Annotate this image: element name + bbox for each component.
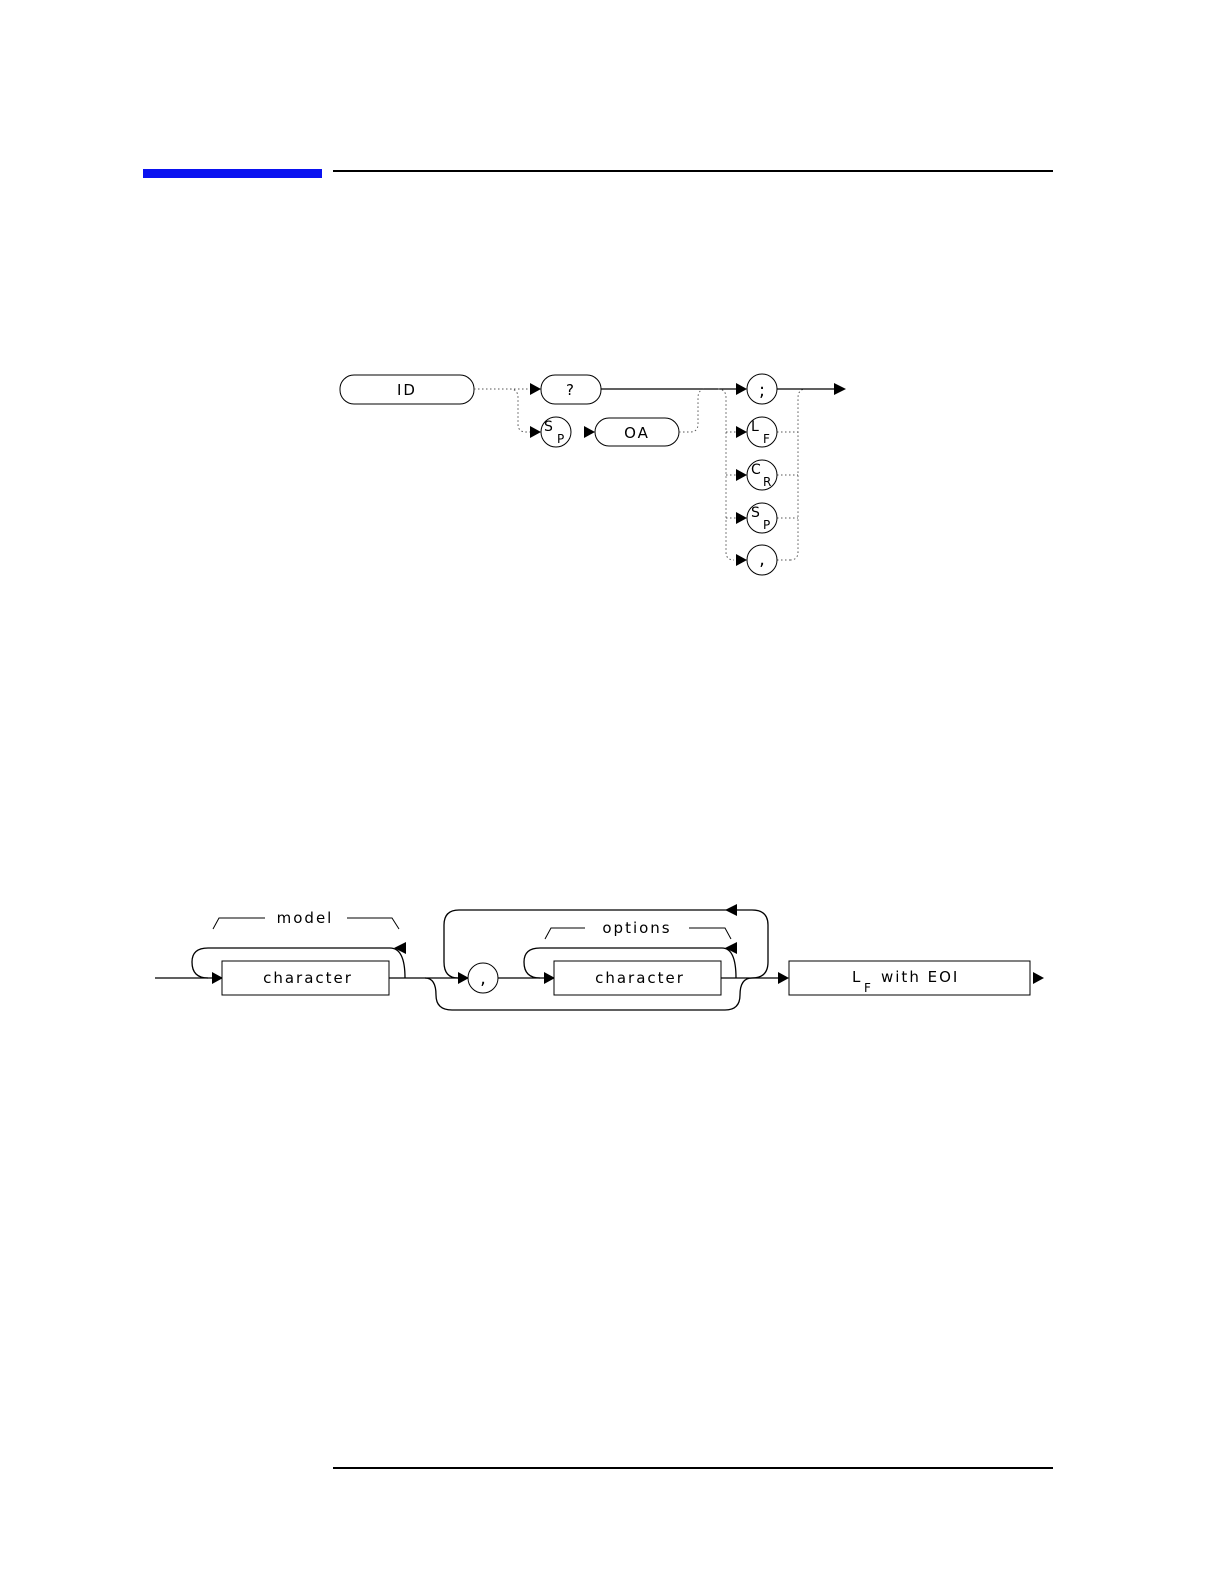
model-character-label: character (263, 969, 353, 987)
repeat-loop-arrow (725, 904, 737, 916)
terminator-sp-sub: P (763, 518, 770, 532)
arrow-to-sp-term (736, 512, 747, 524)
arrow-to-query (530, 383, 541, 395)
rejoin-oa (679, 389, 706, 432)
lf-eoi-main: L (852, 968, 862, 986)
arrow-to-options-box (544, 972, 555, 984)
arrow-to-end-box (778, 972, 789, 984)
terminator-sp-main: S (751, 505, 760, 521)
arrow-to-oa (584, 426, 595, 438)
model-loop-arrow (394, 942, 406, 954)
arrow-to-model-box (212, 972, 223, 984)
sp-main: S (544, 419, 553, 435)
terminator-lf-sub: F (763, 432, 770, 446)
terminator-lf-main: L (751, 419, 759, 435)
options-character-label: character (595, 969, 685, 987)
arrow-to-comma (736, 554, 747, 566)
sp-sub: P (557, 432, 564, 446)
id-command-label: ID (397, 381, 417, 399)
query-label: ? (566, 381, 576, 399)
arrow-to-semicolon (736, 383, 747, 395)
arrow-to-cr (736, 469, 747, 481)
terminator-comma-label: , (759, 549, 765, 570)
oa-label: OA (624, 424, 650, 442)
arrow-to-sp (530, 426, 541, 438)
lf-eoi-rest: with EOI (881, 968, 959, 986)
terminator-cr-main: C (751, 462, 761, 478)
model-label: model (277, 909, 334, 927)
output-format-diagram: model character , options characte (155, 904, 1044, 1010)
comma-label: , (480, 968, 486, 989)
exit-arrow-output (1033, 972, 1044, 984)
terminator-cr-sub: R (763, 475, 771, 489)
exit-arrow (834, 383, 846, 395)
options-label: options (602, 919, 671, 937)
lf-eoi-sub: F (864, 981, 871, 995)
branch-sp-oa (510, 389, 530, 432)
arrow-to-lf (736, 426, 747, 438)
terminator-semicolon-label: ; (759, 380, 765, 401)
arrow-to-comma-circle (458, 972, 469, 984)
header-accent-bar (143, 169, 322, 178)
syntax-diagram: ID ? S P OA (340, 374, 846, 575)
